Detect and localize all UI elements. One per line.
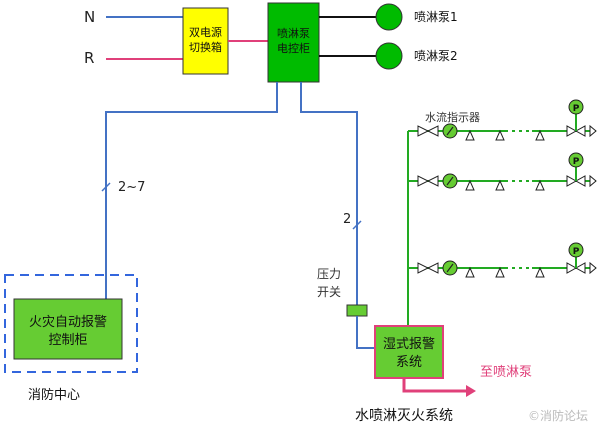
sprinkler-head-icon (465, 179, 475, 191)
wire-count-mark-1 (101, 182, 111, 192)
wet-alarm-line2: 系统 (396, 355, 422, 370)
switch-box-line1: 双电源 (189, 25, 222, 39)
pressure-switch (346, 304, 368, 317)
watermark: ©消防论坛 (528, 408, 588, 423)
branch-1: P (408, 99, 597, 141)
fire-alarm-cabinet (13, 298, 123, 360)
sprinkler-head-icon (535, 179, 545, 191)
wet-alarm-system-box (374, 325, 444, 379)
sprinkler-head-icon (495, 129, 505, 141)
arrow-right-icon (466, 385, 476, 397)
sprinkler-head-icon (495, 266, 505, 278)
sprinkler-head-icon (535, 129, 545, 141)
pressure-switch-label-2: 开关 (317, 285, 341, 299)
gate-valve-icon (417, 262, 439, 274)
dual-power-switch-box (182, 7, 229, 75)
svg-text:P: P (573, 157, 580, 167)
fire-control-center-boundary (4, 274, 138, 373)
wet-alarm-line1: 湿式报警 (383, 336, 435, 352)
wire-pressure-to-wet-alarm (356, 316, 375, 349)
wire-panel-to-alarm-cabinet (105, 82, 278, 300)
pressure-gauge-icon (568, 152, 584, 168)
pressure-gauge-icon (568, 99, 584, 115)
label-n: N (84, 8, 95, 26)
pump-2-label: 喷淋泵2 (414, 49, 458, 63)
water-flow-indicator-label: 水流指示器 (425, 110, 480, 124)
fire-alarm-cabinet-line2: 控制柜 (48, 333, 87, 348)
sprinkler-head-icon (465, 129, 475, 141)
pump-1-icon (375, 3, 403, 31)
sprinkler-head-icon (535, 266, 545, 278)
switch-box-line2: 切换箱 (189, 40, 222, 54)
label-r: R (84, 49, 94, 67)
branch-3: P (408, 242, 597, 278)
fire-center-label: 消防中心 (28, 387, 80, 403)
gate-valve-icon (417, 125, 439, 137)
svg-text:P: P (573, 104, 580, 114)
pump-1-label: 喷淋泵1 (414, 10, 458, 24)
branch-2: P (408, 152, 597, 191)
fire-alarm-cabinet-line1: 火灾自动报警 (29, 314, 107, 330)
to-pump-label: 至喷淋泵 (480, 365, 532, 380)
pump-panel-line2: 电控柜 (277, 41, 310, 55)
wire-count-2: 2 (343, 212, 351, 227)
pump-2-icon (375, 42, 403, 70)
wire-count-mark-2 (352, 220, 362, 230)
pressure-switch-label-1: 压力 (317, 267, 341, 281)
system-title: 水喷淋灭火系统 (355, 408, 453, 424)
pipe-to-pump (402, 378, 468, 393)
pump-control-panel (267, 2, 320, 83)
pressure-gauge-icon (568, 242, 584, 258)
sprinkler-head-icon (495, 179, 505, 191)
wire-panel-to-pressure-switch (300, 82, 358, 305)
gate-valve-icon (417, 175, 439, 187)
svg-text:P: P (573, 247, 580, 257)
sprinkler-head-icon (465, 266, 475, 278)
wire-count-2-7: 2~7 (118, 180, 145, 195)
pump-panel-line1: 喷淋泵 (277, 27, 310, 40)
